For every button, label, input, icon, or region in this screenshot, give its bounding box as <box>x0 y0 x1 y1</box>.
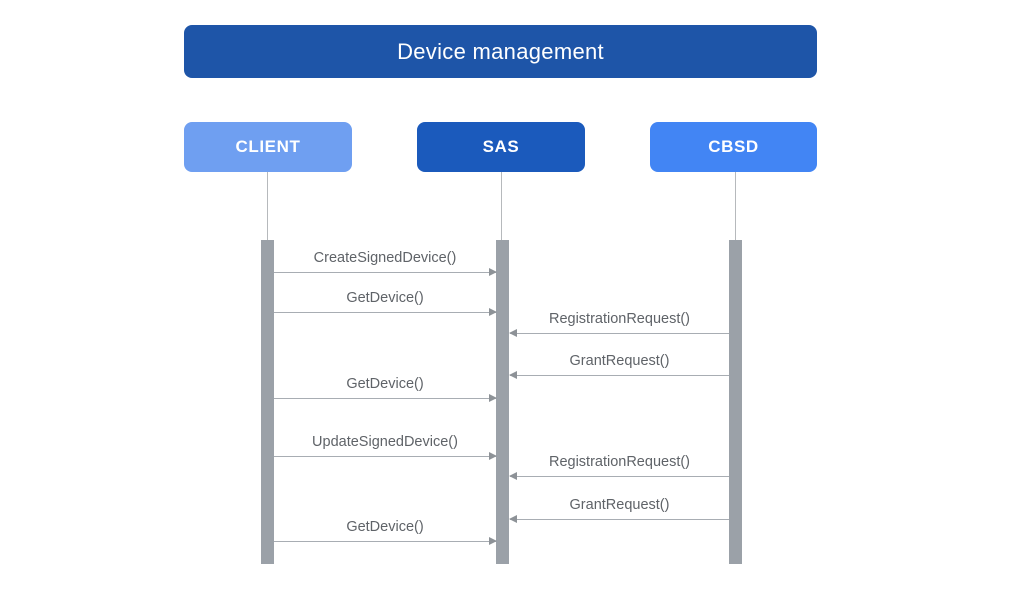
actor-label-client: CLIENT <box>235 137 301 156</box>
message-get-device-1: GetDevice() <box>274 285 497 316</box>
arrow-right-icon <box>489 537 497 545</box>
message-label: GetDevice() <box>346 290 424 306</box>
arrow-left-icon <box>509 515 517 523</box>
message-line <box>274 271 496 273</box>
message-line <box>274 540 496 542</box>
activation-bar-cbsd <box>729 240 742 564</box>
actor-box-cbsd: CBSD <box>650 122 817 172</box>
arrow-left-icon <box>509 371 517 379</box>
message-line <box>274 397 496 399</box>
actor-box-sas: SAS <box>417 122 585 172</box>
message-line <box>510 475 729 477</box>
message-get-device-3: GetDevice() <box>274 514 497 545</box>
arrow-right-icon <box>489 268 497 276</box>
message-label: RegistrationRequest() <box>548 454 691 470</box>
message-line <box>510 332 729 334</box>
activation-bar-sas <box>496 240 509 564</box>
actor-label-cbsd: CBSD <box>708 137 759 156</box>
arrow-left-icon <box>509 472 517 480</box>
message-grant-request-2: GrantRequest() <box>509 492 729 523</box>
message-update-signed-device: UpdateSignedDevice() <box>274 429 497 460</box>
diagram-title-label: Device management <box>397 38 604 64</box>
message-label: GrantRequest() <box>569 353 670 369</box>
message-registration-request-2: RegistrationRequest() <box>509 449 729 480</box>
arrow-left-icon <box>509 329 517 337</box>
message-get-device-2: GetDevice() <box>274 371 497 402</box>
message-label: GetDevice() <box>346 376 424 392</box>
arrow-right-icon <box>489 394 497 402</box>
message-line <box>510 374 729 376</box>
lifeline-sas <box>501 172 502 240</box>
arrow-right-icon <box>489 452 497 460</box>
lifeline-cbsd <box>735 172 736 240</box>
message-label: UpdateSignedDevice() <box>312 434 458 450</box>
message-line <box>274 311 496 313</box>
message-label: GetDevice() <box>346 519 424 535</box>
diagram-title: Device management <box>184 25 817 78</box>
arrow-right-icon <box>489 308 497 316</box>
message-label: RegistrationRequest() <box>548 311 691 327</box>
message-line <box>274 455 496 457</box>
message-grant-request-1: GrantRequest() <box>509 348 729 379</box>
message-create-signed-device: CreateSignedDevice() <box>274 245 497 276</box>
message-line <box>510 518 729 520</box>
actor-box-client: CLIENT <box>184 122 352 172</box>
actor-label-sas: SAS <box>482 137 520 156</box>
message-registration-request-1: RegistrationRequest() <box>509 306 729 337</box>
message-label: GrantRequest() <box>569 497 670 513</box>
activation-bar-client <box>261 240 274 564</box>
message-label: CreateSignedDevice() <box>313 250 457 266</box>
lifeline-client <box>267 172 268 240</box>
